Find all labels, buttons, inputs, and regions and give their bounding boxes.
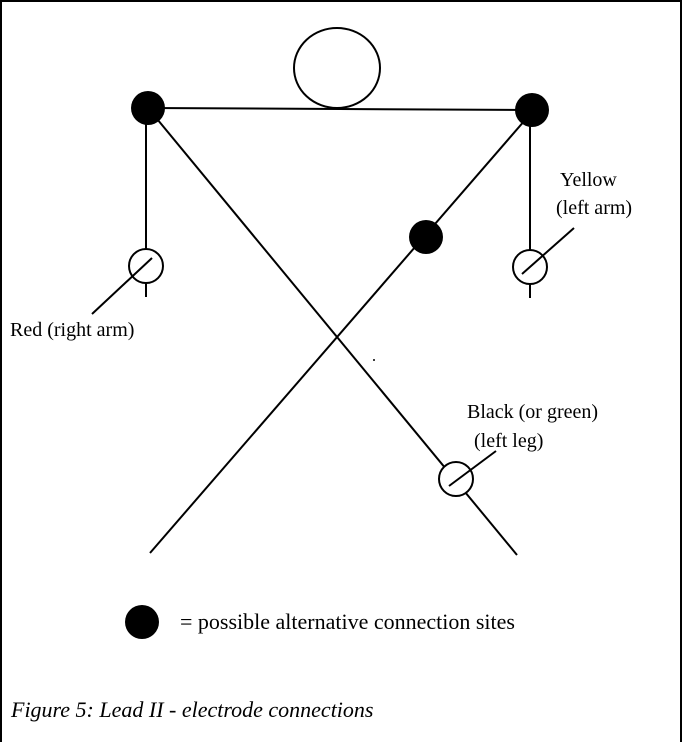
shoulder-line <box>147 107 533 111</box>
figure-caption: Figure 5: Lead II - electrode connection… <box>11 697 374 722</box>
pointer-left-arm <box>521 227 575 275</box>
legend-text: = possible alternative connection sites <box>180 609 515 634</box>
electrode-right-shoulder-dot <box>131 91 165 125</box>
label-left-arm-line2: (left arm) <box>556 197 633 219</box>
electrode-chest-dot <box>409 220 443 254</box>
legend-dot-icon <box>125 605 159 639</box>
pointer-right-arm <box>91 257 153 315</box>
electrode-right-arm-open <box>128 248 164 284</box>
diagonal-left-shoulder-to-lower-left <box>149 111 533 554</box>
label-left-arm-line1: Yellow <box>560 169 617 191</box>
pointer-left-leg <box>448 450 497 487</box>
label-left-leg-line1: Black (or green) <box>467 401 599 423</box>
electrode-left-shoulder-dot <box>515 93 549 127</box>
head-outline <box>293 27 381 109</box>
stray-mark <box>373 359 375 361</box>
electrode-left-leg-open <box>438 461 474 497</box>
label-right-arm: Red (right arm) <box>10 319 135 341</box>
label-left-leg-line2: (left leg) <box>474 430 544 452</box>
